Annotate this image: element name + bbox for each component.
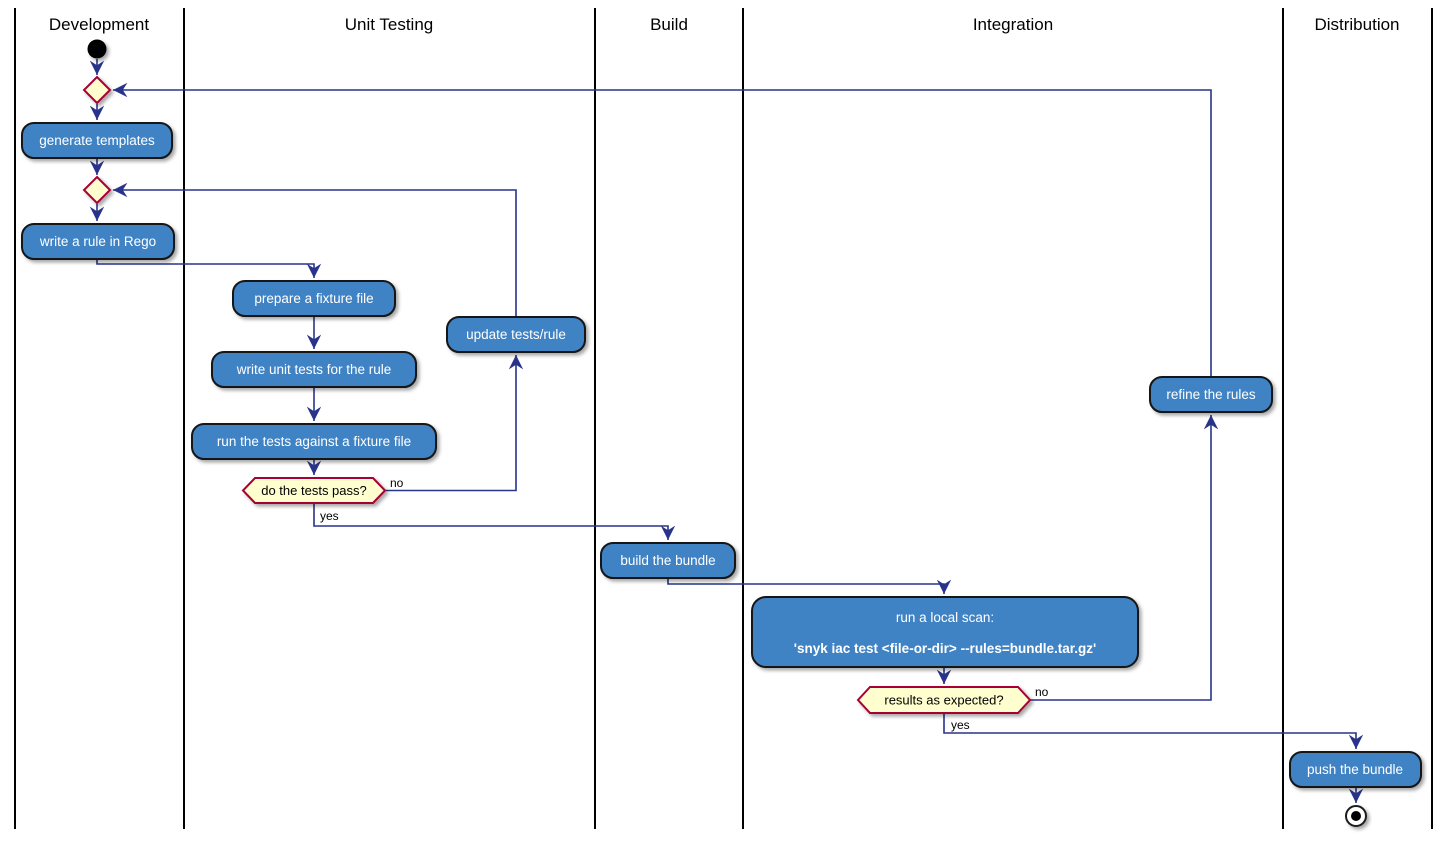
activity-push-bundle: push the bundle bbox=[1289, 751, 1422, 788]
lane-title-development: Development bbox=[49, 15, 149, 34]
merge-diamond-2 bbox=[82, 175, 112, 205]
activity-label: refine the rules bbox=[1166, 387, 1256, 402]
lane-title-build: Build bbox=[650, 15, 688, 34]
edge-decision-yes-to-build bbox=[313, 503, 676, 540]
activity-label: generate templates bbox=[39, 133, 155, 148]
activity-label: prepare a fixture file bbox=[254, 291, 373, 306]
activity-build-bundle: build the bundle bbox=[600, 542, 736, 579]
activity-command-label: 'snyk iac test <file-or-dir> --rules=bun… bbox=[794, 641, 1096, 656]
decision-label: do the tests pass? bbox=[261, 483, 367, 498]
activity-update-tests-rule: update tests/rule bbox=[446, 316, 586, 353]
decision-label: results as expected? bbox=[884, 693, 1003, 708]
activity-label: write a rule in Rego bbox=[39, 234, 156, 249]
activity-write-rule-in-rego: write a rule in Rego bbox=[21, 223, 175, 260]
end-node-dot bbox=[1351, 811, 1361, 821]
edge-refine-to-merge1 bbox=[113, 82, 1212, 377]
activity-run-local-scan: run a local scan: 'snyk iac test <file-o… bbox=[751, 596, 1139, 668]
end-node bbox=[1345, 805, 1367, 827]
decision-do-tests-pass: do the tests pass? bbox=[241, 477, 387, 504]
branch-label-no: no bbox=[390, 476, 404, 490]
activity-box bbox=[600, 542, 736, 579]
activity-box bbox=[751, 596, 1139, 668]
decision-hexagon bbox=[856, 686, 1032, 714]
lane-title-distribution: Distribution bbox=[1314, 15, 1399, 34]
activity-box bbox=[1149, 376, 1273, 413]
edge-update-to-merge2 bbox=[113, 182, 517, 316]
branch-label-no: no bbox=[1035, 685, 1049, 699]
activity-box bbox=[232, 280, 396, 317]
branch-label-yes: yes bbox=[951, 718, 970, 732]
activity-refine-rules: refine the rules bbox=[1149, 376, 1273, 413]
activity-prepare-fixture-file: prepare a fixture file bbox=[232, 280, 396, 317]
edge-build-to-scan bbox=[667, 578, 952, 594]
edge-decision2-no-to-refine bbox=[1030, 415, 1219, 701]
lane-title-integration: Integration bbox=[973, 15, 1053, 34]
edge-write-rule-to-prepare bbox=[96, 259, 322, 278]
edge-decision2-yes-to-push bbox=[943, 713, 1364, 749]
activity-box bbox=[21, 223, 175, 260]
edges bbox=[89, 59, 1364, 803]
activity-label: build the bundle bbox=[620, 553, 715, 568]
activity-box bbox=[1289, 751, 1422, 788]
start-node bbox=[87, 39, 107, 59]
activity-label: write unit tests for the rule bbox=[236, 362, 392, 377]
activity-label: run a local scan: bbox=[896, 610, 994, 625]
activity-box bbox=[211, 351, 417, 388]
lane-title-unit-testing: Unit Testing bbox=[345, 15, 434, 34]
swimlane-lines bbox=[14, 8, 1433, 829]
branch-label-yes: yes bbox=[320, 509, 339, 523]
activity-label: update tests/rule bbox=[466, 327, 566, 342]
activity-box bbox=[21, 122, 173, 159]
decision-results-as-expected: results as expected? bbox=[856, 686, 1032, 714]
edge-decision-no-to-update bbox=[385, 355, 524, 492]
activity-box bbox=[191, 423, 437, 460]
activity-write-unit-tests: write unit tests for the rule bbox=[211, 351, 417, 388]
activity-label: push the bundle bbox=[1307, 762, 1403, 777]
activity-box bbox=[446, 316, 586, 353]
merge-diamond-1 bbox=[82, 75, 112, 105]
activity-generate-templates: generate templates bbox=[21, 122, 173, 159]
activity-run-tests-against-fixture: run the tests against a fixture file bbox=[191, 423, 437, 460]
decision-hexagon bbox=[241, 477, 387, 504]
activity-label: run the tests against a fixture file bbox=[217, 434, 411, 449]
